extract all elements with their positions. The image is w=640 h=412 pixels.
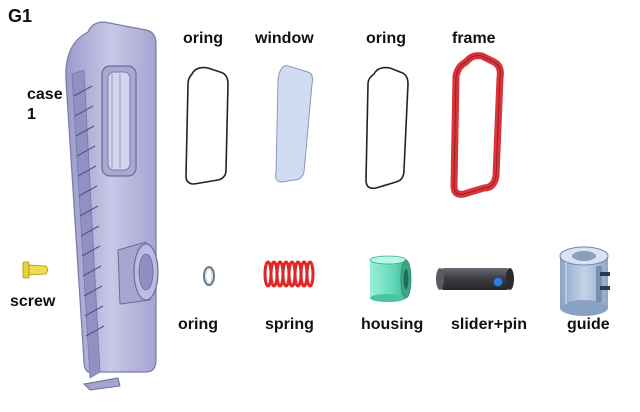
screw-part bbox=[22, 261, 49, 279]
label-screw: screw bbox=[10, 293, 56, 310]
frame-part bbox=[450, 52, 504, 198]
label-guide: guide bbox=[567, 316, 610, 333]
label-frame: frame bbox=[452, 30, 496, 47]
label-case-number: 1 bbox=[27, 106, 36, 123]
label-oring-bottom: oring bbox=[178, 316, 218, 333]
housing-part bbox=[369, 255, 412, 302]
slider-pin-part bbox=[436, 268, 514, 290]
label-slider-pin: slider+pin bbox=[451, 316, 528, 333]
oring-top-1-part bbox=[185, 66, 229, 185]
window-part bbox=[275, 65, 313, 183]
spring-part bbox=[263, 260, 315, 288]
label-spring: spring bbox=[265, 316, 314, 333]
oring-bottom-part bbox=[203, 266, 215, 286]
oring-top-2-part bbox=[365, 66, 409, 190]
label-case: case bbox=[27, 86, 63, 103]
label-housing: housing bbox=[361, 316, 424, 333]
case-part bbox=[65, 21, 159, 391]
label-window: window bbox=[255, 30, 314, 47]
guide-part bbox=[559, 246, 610, 316]
label-oring-top-1: oring bbox=[183, 30, 223, 47]
label-oring-top-2: oring bbox=[366, 30, 406, 47]
diagram-title: G1 bbox=[8, 6, 33, 26]
